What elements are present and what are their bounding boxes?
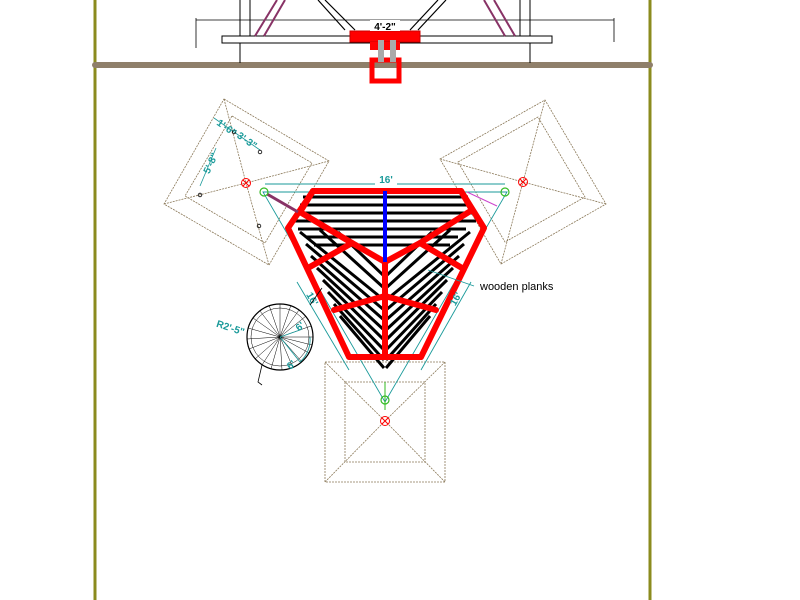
plank-left-1 — [299, 230, 385, 302]
roof-left-center-marker — [241, 178, 251, 188]
roof-left-dim-node-1 — [231, 129, 237, 135]
planks-callout-leader — [427, 269, 475, 287]
roof-right-inner — [457, 116, 586, 243]
plank-right-3 — [385, 254, 460, 322]
elevation-left-upright — [239, 0, 251, 36]
anchor-markers — [259, 187, 510, 410]
frame-right-cross-2 — [382, 293, 439, 313]
roof-left-dim-node-4 — [256, 223, 262, 229]
roof-left-dim-line-a — [213, 117, 235, 133]
plank-left-5 — [321, 278, 386, 342]
elevation-red-post — [370, 42, 400, 50]
stair-access-path — [309, 287, 323, 306]
left-corner-strut — [266, 192, 299, 214]
plank-left-9 — [318, 228, 386, 290]
elevation-center-brace-right — [409, 0, 447, 31]
stair-tread — [246, 336, 281, 340]
plank-right-5 — [384, 278, 449, 342]
stair-radius-label-bg — [216, 322, 246, 332]
plank-left-7 — [332, 303, 386, 361]
deck-top-dimension: 16' — [379, 175, 393, 186]
roof-left-center-circle — [241, 178, 251, 188]
stair-tread — [268, 304, 281, 338]
frame-right-end — [458, 188, 475, 213]
stair-teal-radius — [279, 336, 301, 363]
plank-left-3 — [310, 254, 385, 322]
elevation-left-brace — [254, 0, 286, 37]
plank-right-9 — [384, 228, 452, 290]
magenta-leader — [466, 191, 498, 207]
stair-tread — [279, 304, 292, 338]
stair-tread — [254, 336, 281, 360]
dimension-right-line — [420, 281, 472, 371]
elevation-view: 4'-2" — [195, 0, 615, 84]
stair-tread — [279, 336, 294, 369]
roof-left-dim-line-c — [199, 147, 217, 187]
roof-left-dim-label-a: 1'-6" — [214, 118, 238, 140]
stair-tread — [248, 336, 281, 350]
stair-tread — [259, 310, 281, 338]
roof-bottom-center-circle — [380, 416, 390, 426]
stair-tread — [279, 315, 307, 338]
stair-teal-arc — [299, 336, 311, 363]
roof-right-center-cross — [519, 178, 527, 186]
elevation-post-gray-2 — [390, 40, 396, 62]
stair-tread — [279, 336, 283, 371]
elevation-width-label: 4'-2" — [374, 22, 396, 33]
stair-teal-radius-2 — [279, 329, 301, 338]
roof-bottom-center-cross — [381, 417, 389, 425]
roof-left-dim-node-2 — [257, 149, 263, 155]
stair-tread — [261, 336, 281, 366]
roof-left-dim-line-b — [233, 131, 261, 151]
elevation-right-brace — [483, 0, 516, 37]
plank-right-6 — [384, 290, 444, 352]
stair-tread — [252, 317, 281, 338]
plank-right-4 — [384, 266, 455, 332]
roof-bottom — [324, 361, 446, 483]
plank-right-7 — [384, 303, 438, 361]
roof-right-center-marker — [518, 177, 528, 187]
elevation-right-upright — [519, 0, 531, 36]
stair-tread — [247, 327, 281, 338]
roof-left-dim-node-3 — [197, 192, 203, 198]
dimension-left-line — [296, 281, 350, 371]
roof-left-inner — [184, 115, 313, 244]
elevation-post-gray — [378, 40, 384, 62]
roof-left — [163, 98, 330, 266]
plank-left-6 — [326, 290, 386, 352]
stair-tread — [279, 336, 313, 346]
elevation-label-bg — [370, 20, 400, 31]
roof-left-center-cross — [242, 179, 250, 187]
roof-left-outer — [163, 98, 330, 266]
roof-bottom-hips — [324, 361, 446, 483]
roof-left-dim-label-c: 5'-8" — [202, 151, 221, 175]
spiral-stair: R2'-5" 6' 6' — [215, 287, 323, 386]
elevation-center-brace-left — [317, 0, 356, 31]
frame-left-cross-2 — [331, 293, 388, 313]
roof-left-dims: 1'-6" 3'-3" 5'-8" — [197, 117, 263, 229]
deck-top-label-bg — [375, 174, 397, 185]
anchor-left — [259, 187, 269, 197]
stair-base-landing — [257, 364, 263, 386]
elevation-red-footing — [369, 57, 402, 84]
roof-right-center-circle — [518, 177, 528, 187]
stair-tread — [279, 336, 310, 354]
frame-right-cross-1 — [417, 240, 465, 271]
anchor-right — [500, 187, 510, 197]
roof-left-hips — [163, 98, 330, 266]
roof-right-hips — [439, 99, 607, 265]
frame-left-end — [297, 188, 316, 215]
planks-callout: wooden planks — [479, 281, 554, 293]
stair-radius-label: R2'-5" — [215, 319, 246, 338]
plank-right-1 — [385, 230, 471, 302]
roof-left-dim-label-b: 3'-3" — [235, 130, 259, 152]
plank-left-4 — [315, 266, 386, 332]
frame-left-cross-1 — [305, 240, 355, 271]
roof-bottom-center-marker — [380, 416, 390, 426]
roof-bottom-outer — [324, 361, 446, 483]
stair-tread — [270, 336, 281, 370]
stair-tread — [279, 309, 300, 338]
